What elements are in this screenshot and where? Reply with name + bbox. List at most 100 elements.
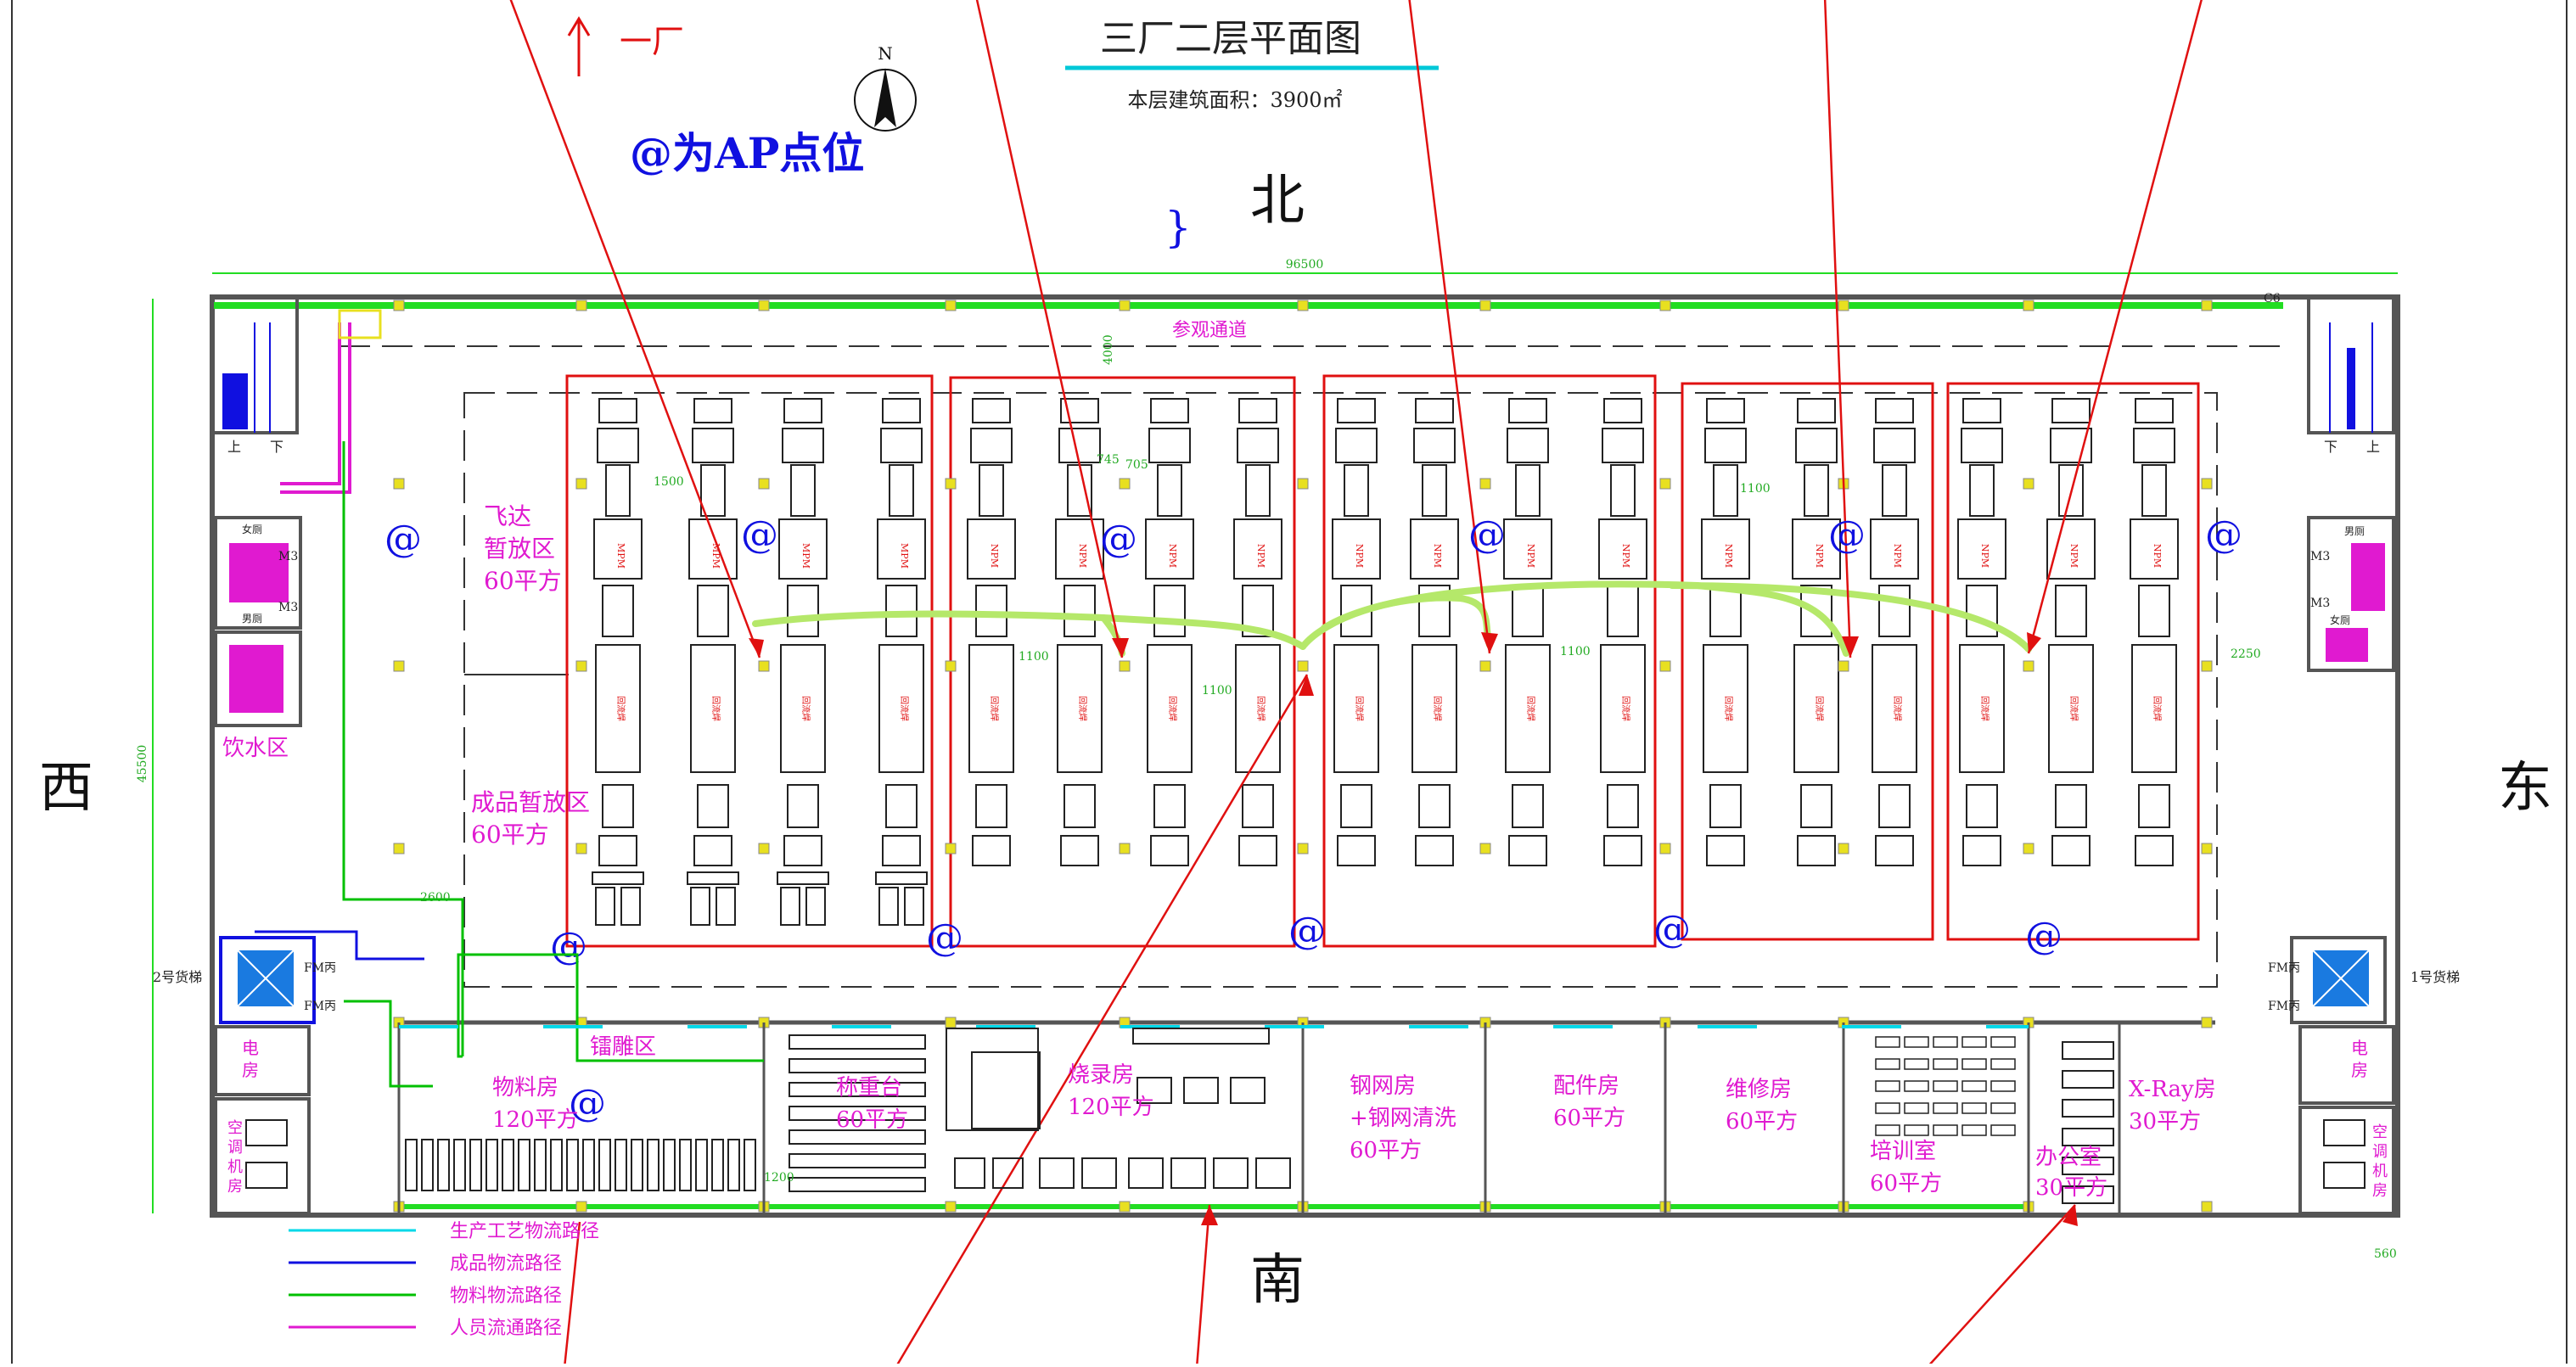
column-marker (2201, 300, 2213, 311)
training-desk (1875, 1036, 1900, 1048)
dim-1100-a: 1100 (1019, 650, 1049, 664)
machine-label: NPM (1814, 544, 1825, 568)
pointer-arrowheads (749, 632, 2078, 1226)
training-desks (1875, 1036, 2016, 1136)
column-marker (2023, 843, 2034, 854)
rack-unit (582, 1139, 595, 1191)
rack-unit (727, 1139, 740, 1191)
column-marker (2023, 660, 2034, 672)
dim-2600: 2600 (420, 891, 451, 905)
reflow-label: 回流焊 (1525, 696, 1536, 721)
east-electric-text-2: 房 (2351, 1060, 2368, 1080)
svg-text:下: 下 (2324, 439, 2337, 455)
reflow-label: 回流焊 (1814, 696, 1825, 721)
column-marker (758, 660, 770, 672)
up-arrow-icon (567, 16, 591, 76)
rack-unit (518, 1139, 530, 1191)
column-marker (393, 660, 405, 672)
east-toilets: 男厕 女厕 M3 M3 (2307, 516, 2395, 672)
smt-group-4 (1681, 382, 1934, 941)
column-marker (1838, 660, 1849, 672)
legend-label: 成品物流路径 (450, 1253, 562, 1275)
total-width-dim: 96500 (1286, 258, 1324, 272)
column-marker (1119, 660, 1131, 672)
smt-line: NPM 回流焊 (1792, 398, 1841, 866)
ap-note: @为AP点位 (630, 128, 864, 178)
room-parts-1: 配件房 (1553, 1073, 1619, 1099)
column-marker (575, 1201, 587, 1213)
rack-unit (615, 1139, 627, 1191)
training-desk (1990, 1058, 2016, 1070)
east-freight-lift: FM丙 FM丙 (2268, 936, 2387, 1024)
dim-1200: 1200 (764, 1171, 794, 1185)
rack-unit (453, 1139, 466, 1191)
west-toilets: 女厕 M3 M3 男厕 (214, 516, 302, 727)
column-marker (1479, 478, 1491, 490)
machine-label: NPM (2152, 544, 2163, 568)
training-desk (1990, 1036, 2016, 1048)
rack-unit (647, 1139, 659, 1191)
column-marker (1838, 843, 1849, 854)
column-marker (1297, 300, 1309, 311)
column-marker (758, 300, 770, 311)
rack-unit (485, 1139, 498, 1191)
ap-point-marker: @ (569, 1082, 606, 1125)
column-marker (1297, 478, 1309, 490)
ap-point-marker: @ (741, 513, 778, 557)
column-marker (2023, 300, 2034, 311)
reflow-label: 回流焊 (615, 696, 626, 721)
training-desk (1933, 1124, 1958, 1136)
rack-unit (695, 1139, 708, 1191)
east-label: 东 (2498, 757, 2552, 820)
area-subtitle: 本层建筑面积：3900㎡ (1127, 88, 1342, 112)
machine-label: NPM (1255, 544, 1266, 568)
column-marker (1659, 478, 1671, 490)
rack-unit (663, 1139, 676, 1191)
column-marker (575, 478, 587, 490)
room-office-2: 30平方 (2035, 1175, 2107, 1201)
ap-point-marker: @ (1468, 513, 1506, 557)
machine-label: NPM (1620, 544, 1631, 568)
office-desks (2062, 1041, 2114, 1204)
column-marker (1838, 300, 1849, 311)
material-flow-lines (342, 441, 764, 1088)
column-marker (2201, 478, 2213, 490)
finished-flow-lines (255, 930, 424, 961)
total-height-dim: 45500 (136, 745, 149, 783)
machine-label: NPM (1723, 544, 1734, 568)
column-marker (945, 843, 957, 854)
room-stencil-3: 60平方 (1350, 1138, 1422, 1163)
burn-room-equipment (946, 1028, 1291, 1189)
production-area-boundary (463, 392, 2218, 988)
drawing-frame (11, 0, 2568, 1367)
svg-text:男厕: 男厕 (242, 613, 262, 625)
reflow-label: 回流焊 (1354, 696, 1365, 721)
column-marker (1659, 660, 1671, 672)
room-stencil-1: 钢网房 (1350, 1073, 1416, 1099)
first-factory-label: 一厂 (620, 23, 684, 60)
training-desk (1875, 1102, 1900, 1114)
corridor-label: 参观通道 (1172, 320, 1247, 341)
training-desk (1904, 1036, 1929, 1048)
reflow-label: 回流焊 (710, 696, 721, 721)
svg-text:上: 上 (227, 439, 241, 455)
legend-label: 人员流通路径 (450, 1318, 562, 1339)
column-marker (945, 478, 957, 490)
training-desk (1961, 1124, 1987, 1136)
svg-text:M3: M3 (278, 550, 298, 563)
svg-text:FM丙: FM丙 (2268, 961, 2300, 975)
room-material-2: 120平方 (492, 1107, 579, 1133)
training-desk (1904, 1080, 1929, 1092)
top-right-code: C6 (2264, 292, 2281, 305)
rack-unit (631, 1139, 643, 1191)
smt-group-5 (1946, 382, 2200, 941)
svg-text:下: 下 (270, 439, 283, 455)
reflow-label: 回流焊 (2152, 696, 2163, 721)
column-marker (1479, 843, 1491, 854)
